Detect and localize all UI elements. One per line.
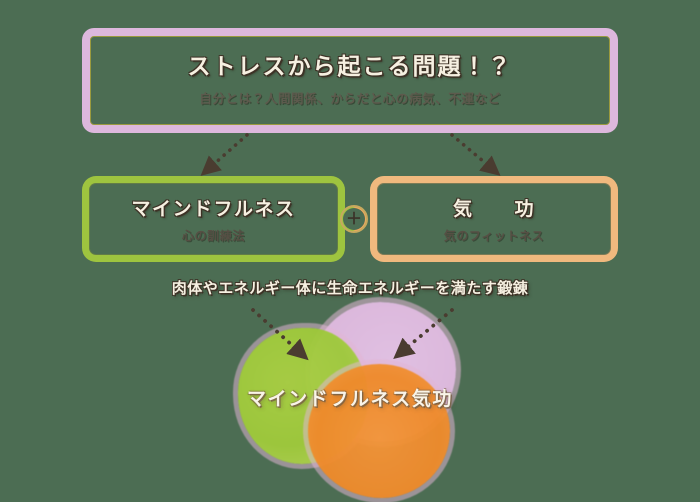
result-label: マインドフルネス気功 bbox=[246, 388, 453, 410]
qigong-title: 気 功 bbox=[452, 198, 535, 220]
bridge-caption: 肉体やエネルギー体に生命エネルギーを満たす鍛錬 bbox=[171, 279, 529, 297]
plus-icon: ＋ bbox=[343, 208, 365, 230]
orange-blob bbox=[308, 364, 450, 498]
mindfulness-subtitle: 心の訓練法 bbox=[181, 229, 245, 243]
arrow-problem-to-mindfulness bbox=[200, 133, 249, 176]
mindfulness-box-inner: マインドフルネス 心の訓練法 bbox=[89, 183, 338, 255]
problem-title: ストレスから起こる問題！？ bbox=[187, 53, 513, 80]
plus-connector: ＋ bbox=[340, 205, 368, 233]
mindfulness-title: マインドフルネス bbox=[131, 198, 296, 220]
qigong-box-inner: 気 功 気のフィットネス bbox=[377, 183, 611, 255]
qigong-box: 気 功 気のフィットネス bbox=[370, 176, 618, 262]
arrow-problem-to-qigong bbox=[450, 133, 501, 176]
mindfulness-box: マインドフルネス 心の訓練法 bbox=[82, 176, 345, 262]
problem-subtitle: 自分とは？人間関係、からだと心の病気、不運など bbox=[199, 91, 501, 107]
qigong-subtitle: 気のフィットネス bbox=[443, 229, 545, 243]
problem-box-inner: ストレスから起こる問題！？ 自分とは？人間関係、からだと心の病気、不運など bbox=[90, 36, 610, 125]
problem-box: ストレスから起こる問題！？ 自分とは？人間関係、からだと心の病気、不運など bbox=[82, 28, 618, 133]
